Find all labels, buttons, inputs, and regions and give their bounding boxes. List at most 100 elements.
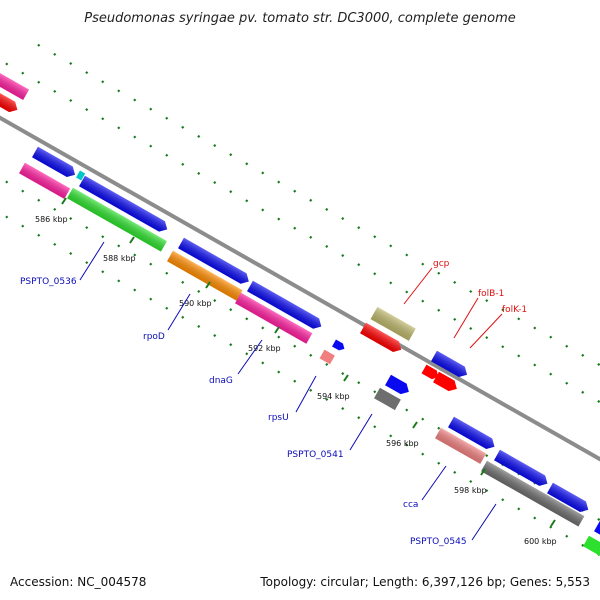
gene-gray-0545[interactable] <box>481 460 585 527</box>
guide-dot <box>37 80 41 84</box>
gene-blue-edge[interactable] <box>594 520 600 539</box>
gene-red-top[interactable] <box>0 84 20 115</box>
guide-dot <box>261 208 265 212</box>
guide-dot <box>229 153 233 157</box>
guide-dot <box>101 235 105 239</box>
guide-dot <box>405 408 409 412</box>
guide-dot <box>197 134 201 138</box>
guide-dot <box>341 254 345 258</box>
topology-text: Topology: circular; Length: 6,397,126 bp… <box>259 575 590 589</box>
guide-dot <box>261 171 265 175</box>
guide-dot <box>565 344 569 348</box>
guide-dot <box>85 261 89 265</box>
label-pspto-0541[interactable]: PSPTO_0541 <box>287 450 344 460</box>
gene-red-folk[interactable] <box>433 371 460 394</box>
guide-dot <box>549 372 553 376</box>
gene-pink-rpsu[interactable] <box>319 349 335 365</box>
gene-blue-5[interactable] <box>385 374 412 397</box>
gene-gray-0541[interactable] <box>374 387 401 411</box>
guide-dot <box>581 353 585 357</box>
guide-dot <box>565 381 569 385</box>
guide-dot <box>293 379 297 383</box>
label-rpod[interactable]: rpoD <box>143 332 165 342</box>
gene-blue-1[interactable] <box>32 146 78 180</box>
label-cca[interactable]: cca <box>403 500 418 510</box>
guide-dot <box>181 280 185 284</box>
guide-dot <box>309 235 313 239</box>
guide-dot <box>437 308 441 312</box>
leader-pspto-0541 <box>349 413 373 451</box>
guide-dot <box>133 135 137 139</box>
guide-dot <box>389 434 393 438</box>
gene-blue-8[interactable] <box>547 482 591 515</box>
kbp-tick-mark <box>274 326 280 334</box>
leader-gcp <box>403 267 433 305</box>
gene-magenta-top[interactable] <box>0 64 30 101</box>
guide-dot <box>181 125 185 129</box>
guide-dot <box>389 281 393 285</box>
guide-dot <box>453 470 457 474</box>
gene-olive-gcp[interactable] <box>370 306 416 341</box>
gene-magenta-1[interactable] <box>19 162 71 199</box>
gene-cyan[interactable] <box>76 170 86 181</box>
guide-dot <box>517 317 521 321</box>
leader-rpsu <box>295 375 317 413</box>
gene-green-edge[interactable] <box>583 535 600 559</box>
label-rpsu[interactable]: rpsU <box>268 413 289 423</box>
gene-blue-7[interactable] <box>494 449 550 489</box>
gene-pink-cca[interactable] <box>435 427 487 464</box>
guide-dot <box>437 426 441 430</box>
guide-dot <box>501 345 505 349</box>
gene-green-0536[interactable] <box>67 187 167 252</box>
gene-blue-4[interactable] <box>247 280 324 332</box>
gene-blue-3[interactable] <box>178 237 252 287</box>
label-folk-1[interactable]: folK-1 <box>502 305 527 315</box>
guide-dot <box>421 262 425 266</box>
gene-blue-small[interactable] <box>332 339 346 353</box>
guide-dot <box>469 289 473 294</box>
guide-dot <box>213 334 217 338</box>
gene-orange-rpod[interactable] <box>167 250 243 301</box>
label-pspto-0536[interactable]: PSPTO_0536 <box>20 277 77 287</box>
guide-dot <box>69 216 73 221</box>
guide-dot <box>53 52 57 56</box>
gene-blue-2[interactable] <box>79 175 170 235</box>
guide-dot <box>133 288 137 292</box>
guide-dot <box>245 317 249 321</box>
guide-dot <box>405 253 409 257</box>
guide-dot <box>533 516 537 520</box>
gene-magenta-dnag[interactable] <box>235 292 313 344</box>
guide-dot <box>373 272 377 276</box>
gene-red-folb[interactable] <box>421 364 441 382</box>
genome-title: Pseudomonas syringae pv. tomato str. DC3… <box>84 11 516 26</box>
gene-blue-6[interactable] <box>448 416 497 452</box>
guide-dot <box>5 180 9 184</box>
label-gcp[interactable]: gcp <box>433 259 450 269</box>
guide-dot <box>325 207 329 211</box>
gene-red-gcp[interactable] <box>360 322 404 355</box>
guide-dot <box>373 425 377 429</box>
guide-dot <box>293 189 297 193</box>
guide-dot <box>501 308 505 312</box>
guide-dot <box>485 299 489 303</box>
kbp-tick-mark <box>412 421 418 429</box>
gene-blue-fol[interactable] <box>431 350 470 380</box>
guide-dot <box>245 199 249 203</box>
kbp-tick-label: 588 kbp <box>103 254 136 263</box>
guide-dot <box>405 443 409 447</box>
kbp-tick-mark <box>480 468 486 476</box>
guide-dot <box>101 117 105 121</box>
guide-dot <box>181 315 185 319</box>
label-folb-1[interactable]: folB-1 <box>478 289 504 299</box>
guide-dot <box>581 543 585 547</box>
guide-dot <box>421 299 425 303</box>
guide-dot <box>549 335 553 339</box>
guide-dot <box>165 271 169 275</box>
label-dnag[interactable]: dnaG <box>209 376 233 386</box>
guide-dot <box>581 390 585 394</box>
guide-dot <box>485 454 489 458</box>
label-pspto-0545[interactable]: PSPTO_0545 <box>410 537 467 547</box>
guide-dot <box>261 326 265 330</box>
